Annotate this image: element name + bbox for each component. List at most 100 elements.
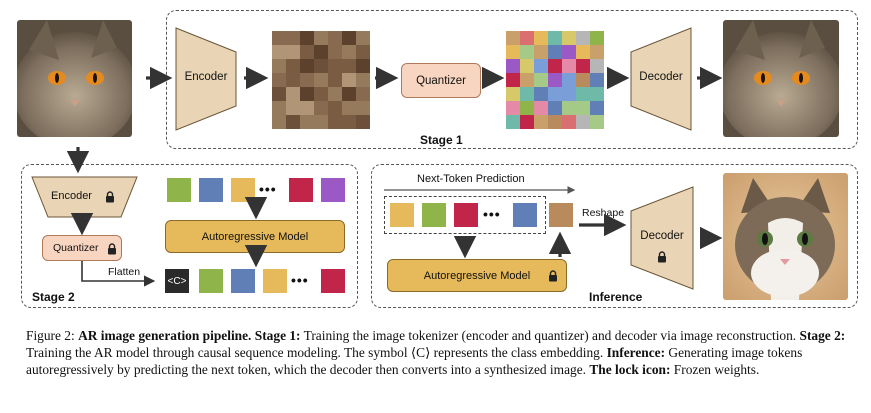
context-token <box>454 203 478 227</box>
latent-cell <box>272 115 286 129</box>
latent-cell <box>272 59 286 73</box>
stage2-quantizer-label: Quantizer <box>53 242 99 254</box>
input-token <box>321 269 345 293</box>
quantized-cell <box>576 115 590 129</box>
generated-cat-image <box>723 173 848 300</box>
quantized-cell <box>534 101 548 115</box>
latent-cell <box>314 73 328 87</box>
input-cat-image <box>17 20 132 137</box>
latent-cell <box>342 31 356 45</box>
stage1-label: Stage 1 <box>420 133 463 147</box>
quantized-cell <box>506 45 520 59</box>
caption-prefix: Figure 2: <box>26 328 79 343</box>
latent-cell <box>272 101 286 115</box>
quantized-token-grid <box>506 31 604 129</box>
latent-cell <box>328 101 342 115</box>
latent-cell <box>300 73 314 87</box>
latent-cell <box>272 87 286 101</box>
stage2-encoder: Encoder <box>31 176 138 218</box>
lock-icon <box>548 270 558 285</box>
stage1-quantizer: Quantizer <box>401 63 481 98</box>
output-token <box>167 178 191 202</box>
latent-cell <box>342 59 356 73</box>
quantized-cell <box>562 59 576 73</box>
quantized-cell <box>506 73 520 87</box>
quantized-cell <box>506 31 520 45</box>
quantized-cell <box>534 59 548 73</box>
predicted-token <box>549 203 573 227</box>
latent-cell <box>356 59 370 73</box>
quantized-cell <box>520 45 534 59</box>
caption-inference-text: Generating image tokens autoregressively… <box>26 345 803 377</box>
stage1-decoder: Decoder <box>630 27 692 131</box>
ellipsis: ••• <box>291 272 309 288</box>
output-token <box>199 178 223 202</box>
quantized-cell <box>590 73 604 87</box>
quantized-cell <box>520 31 534 45</box>
quantized-cell <box>590 45 604 59</box>
inference-decoder: Decoder <box>630 186 694 290</box>
caption-lock-text: Frozen weights. <box>670 362 760 377</box>
reconstructed-cat-image <box>723 20 839 137</box>
inference-decoder-label: Decoder <box>640 230 684 242</box>
quantized-cell <box>590 101 604 115</box>
latent-cell <box>314 31 328 45</box>
context-token <box>390 203 414 227</box>
context-token-box <box>384 196 546 234</box>
stage2-ar-model: Autoregressive Model <box>165 220 345 253</box>
caption-title: AR image generation pipeline. <box>78 328 252 343</box>
quantized-cell <box>576 101 590 115</box>
quantized-cell <box>506 115 520 129</box>
latent-cell <box>342 115 356 129</box>
quantized-cell <box>576 87 590 101</box>
quantized-cell <box>506 59 520 73</box>
caption-inference-label: Inference: <box>606 345 666 360</box>
output-token <box>231 178 255 202</box>
latent-cell <box>272 73 286 87</box>
reshape-label: Reshape <box>582 207 625 219</box>
latent-cell <box>314 87 328 101</box>
latent-cell <box>328 59 342 73</box>
inference-panel <box>371 164 858 308</box>
latent-cell <box>328 31 342 45</box>
latent-cell <box>356 87 370 101</box>
quantized-cell <box>520 59 534 73</box>
stage1-encoder: Encoder <box>175 27 237 131</box>
latent-cell <box>328 87 342 101</box>
quantized-cell <box>590 31 604 45</box>
latent-cell <box>272 45 286 59</box>
quantized-cell <box>506 101 520 115</box>
quantized-cell <box>590 87 604 101</box>
quantized-cell <box>576 45 590 59</box>
stage2-label: Stage 2 <box>32 290 75 304</box>
latent-cell <box>300 59 314 73</box>
latent-cell <box>300 31 314 45</box>
quantized-cell <box>548 101 562 115</box>
latent-cell <box>356 31 370 45</box>
latent-cell <box>342 73 356 87</box>
latent-cell <box>314 59 328 73</box>
latent-cell <box>328 73 342 87</box>
latent-cell <box>286 45 300 59</box>
latent-cell <box>286 87 300 101</box>
quantized-cell <box>534 87 548 101</box>
quantized-cell <box>576 59 590 73</box>
context-token <box>422 203 446 227</box>
inference-ar-model: Autoregressive Model <box>387 259 567 292</box>
caption-stage2-label: Stage 2: <box>799 328 846 343</box>
output-token <box>289 178 313 202</box>
latent-cell <box>328 115 342 129</box>
quantized-cell <box>562 101 576 115</box>
input-token <box>199 269 223 293</box>
quantized-cell <box>520 87 534 101</box>
stage1-encoder-label: Encoder <box>184 71 228 83</box>
quantized-cell <box>576 73 590 87</box>
quantized-cell <box>562 73 576 87</box>
latent-cell <box>314 115 328 129</box>
quantized-cell <box>548 87 562 101</box>
caption-stage1-text: Training the image tokenizer (encoder an… <box>300 328 800 343</box>
ellipsis: ••• <box>259 181 277 197</box>
latent-cell <box>300 115 314 129</box>
quantized-cell <box>548 115 562 129</box>
ellipsis: ••• <box>483 206 501 222</box>
